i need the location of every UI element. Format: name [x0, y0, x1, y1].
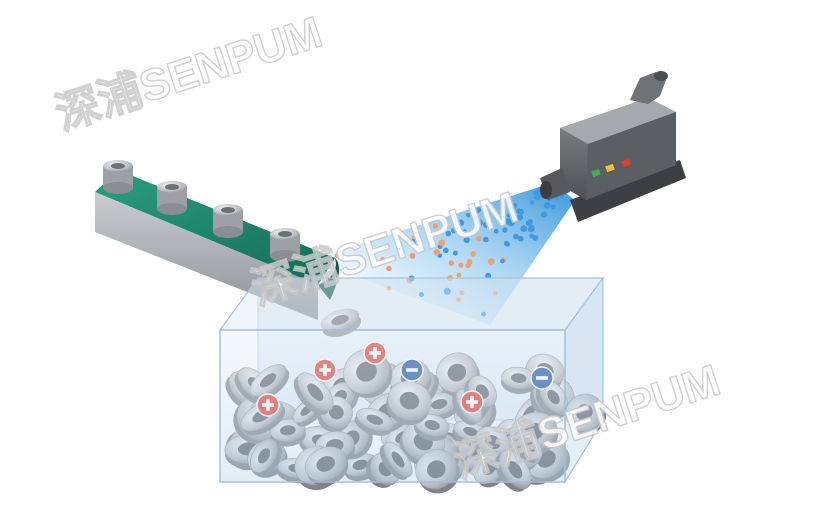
ion-particle [386, 285, 392, 291]
ion-particle [386, 265, 392, 272]
conveyor-part [157, 181, 187, 215]
ion-particle [483, 236, 489, 243]
ion-particle [550, 204, 556, 210]
watermark-top: 深浦SENPUM [50, 8, 328, 140]
ion-particle [532, 235, 539, 241]
ion-particle [458, 262, 464, 268]
conveyor-roller [318, 258, 339, 300]
ion-particle [476, 219, 483, 226]
conveyor-part [270, 228, 300, 262]
ion-particle [506, 213, 511, 218]
ion-particle [483, 210, 488, 215]
ion-particle [456, 297, 462, 303]
ion-particle [481, 311, 486, 317]
ion-particle [443, 247, 449, 254]
ion-particle [492, 290, 498, 296]
ion-particle [380, 256, 385, 262]
ion-particle [418, 292, 424, 297]
ion-particle [520, 225, 528, 233]
ion-particle [433, 249, 441, 256]
ion-particle [457, 219, 465, 227]
ion-particle [516, 208, 523, 215]
conveyor-belt [95, 160, 339, 320]
ion-particle [475, 207, 482, 213]
ion-particle [410, 238, 417, 246]
ion-particle [516, 214, 523, 221]
ion-particle [432, 223, 439, 229]
conveyor-part [103, 160, 133, 194]
ion-particle [476, 235, 482, 242]
ion-particle [456, 272, 462, 278]
ion-particle [409, 252, 416, 259]
ion-particle [517, 235, 524, 242]
ion-particle [510, 205, 516, 211]
ion-particle [540, 211, 548, 218]
ionizer-blower-icon [540, 71, 686, 222]
ion-particle [470, 251, 477, 257]
ion-particle [483, 221, 490, 228]
ion-particle [534, 193, 541, 201]
ion-particle [438, 239, 446, 247]
transparent-container [218, 276, 605, 485]
ion-particle [502, 227, 508, 233]
ion-particle [528, 224, 535, 232]
ion-particle [451, 227, 457, 234]
ion-particle [529, 200, 535, 205]
ion-particle [448, 260, 455, 266]
metal-ring-part [565, 393, 607, 435]
ion-particle [505, 242, 511, 247]
ion-particle [543, 202, 551, 209]
conveyor-belt-side [95, 192, 318, 320]
ion-particle [466, 259, 473, 265]
container-front [219, 329, 566, 483]
ion-particle [452, 250, 458, 256]
ion-particle [445, 230, 452, 237]
ion-particle [513, 233, 519, 240]
ion-particle [487, 258, 495, 265]
ion-particle [466, 213, 471, 218]
ion-particle [500, 258, 505, 264]
ion-particle [459, 290, 465, 296]
ion-particle [527, 219, 533, 225]
ion-particle [404, 238, 410, 244]
ion-particle [504, 218, 512, 225]
ion-particle [471, 214, 478, 222]
ion-particle [462, 229, 467, 235]
ion-particle [485, 272, 492, 279]
ion-particle [493, 228, 499, 234]
conveyor-parts [103, 160, 300, 262]
ion-particle [443, 287, 451, 295]
ion-particle [463, 236, 470, 244]
ion-particle [334, 253, 340, 258]
ionizer-mount-bracket [570, 160, 686, 222]
conveyor-part [213, 204, 243, 238]
